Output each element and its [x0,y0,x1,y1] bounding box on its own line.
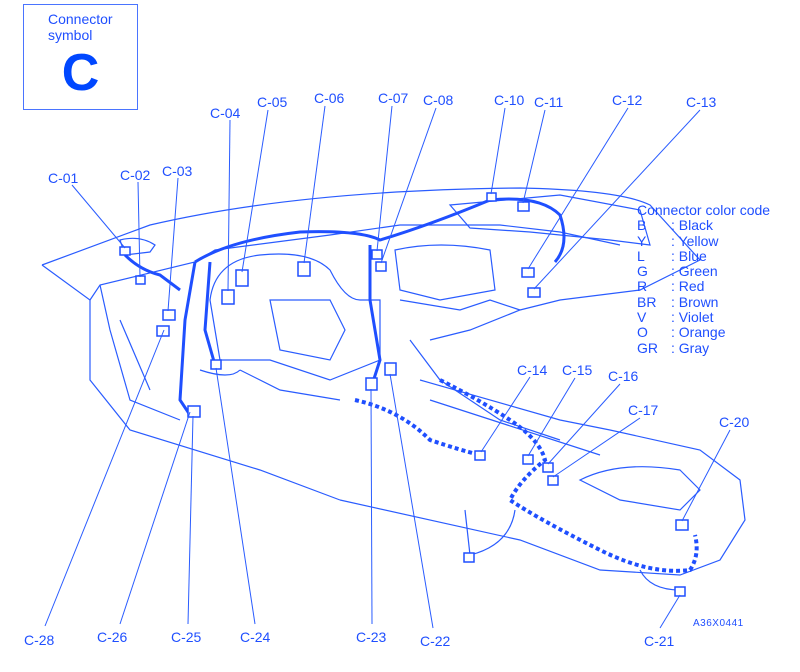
connector-markers [119,192,689,597]
legend-name: : Gray [671,339,710,356]
legend-name: : Green [671,263,718,280]
connector-symbol-title: Connector symbol [48,11,113,43]
legend-code: B [637,217,647,234]
connector-label: C-02 [120,167,151,183]
legend-row: G : Green [637,263,770,280]
legend-row: L : Blue [637,247,770,264]
connector-label: C-20 [719,414,750,430]
connector-label: C-13 [686,94,717,110]
legend-row: B : Black [637,217,770,234]
connector-label: C-28 [24,632,55,648]
legend-name: : Blue [671,247,707,264]
legend-code: GR [637,339,658,356]
legend-name: : Red [671,278,705,295]
legend-name: : Orange [671,324,726,341]
connector-label: C-15 [562,362,593,378]
legend-row: O : Orange [637,324,770,341]
connector-label: C-16 [608,368,639,384]
connector-label: C-06 [314,90,345,106]
legend-code: O [637,324,648,341]
connector-label: C-04 [210,105,241,121]
legend-code: G [637,263,648,280]
connector-labels: C-01 C-02 C-03 C-04 C-05 C-06 C-07 C-08 … [24,90,750,649]
connector-label: C-22 [420,633,451,649]
connector-label: C-14 [517,362,548,378]
connector-label: C-24 [240,629,271,645]
connector-label: C-12 [612,92,643,108]
legend-code: R [637,278,648,295]
connector-label: C-05 [257,94,288,110]
legend-title: Connector color code [637,202,771,218]
legend-code: Y [637,232,647,249]
connector-label: C-23 [356,629,387,645]
connector-symbol-box: Connector symbol C [23,4,138,110]
legend-name: : Yellow [671,232,719,249]
legend-row: V : Violet [637,309,770,326]
legend-row: Y : Yellow [637,232,770,249]
figure-code: A36X0441 [693,618,744,629]
connector-symbol-letter: C [61,44,100,102]
legend-code: BR [637,293,657,310]
connector-label: C-01 [48,170,79,186]
connector-label: C-11 [534,94,564,110]
legend-row: GR : Gray [637,339,770,356]
connector-label: C-07 [378,90,409,106]
legend-code: V [637,309,647,326]
wire-harness [123,197,699,591]
legend-row: R : Red [637,278,770,295]
legend-name: : Black [671,217,714,234]
connector-label: C-26 [97,629,128,645]
connector-label: C-10 [494,92,525,108]
connector-label: C-17 [628,402,659,418]
leader-lines [44,105,731,629]
connector-label: C-21 [644,633,675,649]
legend-name: : Brown [671,293,719,310]
color-code-legend: Connector color code B: Black Y: Yellow … [637,202,771,356]
legend-name: : Violet [671,309,714,326]
connector-label: C-03 [162,163,193,179]
legend-row: BR : Brown [637,293,770,310]
connector-label: C-08 [423,92,454,108]
connector-label: C-25 [171,629,202,645]
legend-code: L [637,247,645,264]
